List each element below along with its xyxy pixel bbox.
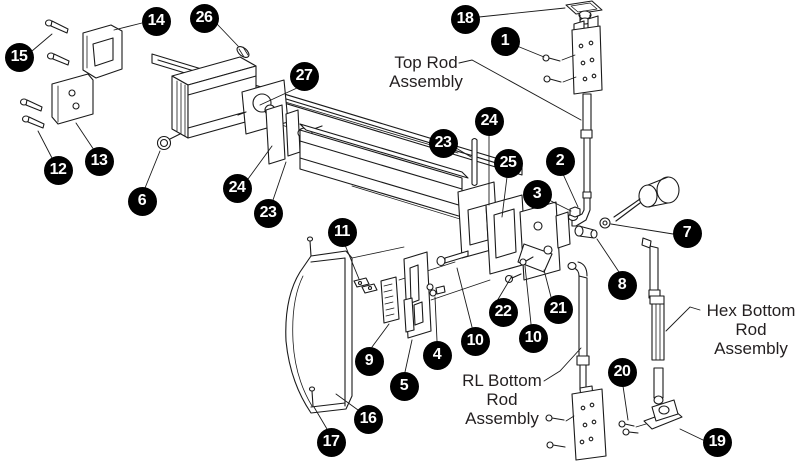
bracket-screws (19, 98, 45, 129)
label-hex-bottom-rod-assembly: Hex Bottom Rod Assembly (698, 301, 804, 358)
callout-10-right: 10 (518, 323, 548, 353)
bushing (574, 225, 598, 239)
label-line: Hex Bottom (706, 301, 796, 320)
callout-13: 13 (84, 146, 114, 176)
bottom-latch-assembly (571, 385, 607, 461)
dogging-cylinder (613, 176, 680, 222)
lift-mechanism (517, 201, 571, 281)
serrated-plate (380, 276, 400, 324)
label-line: Assembly (465, 409, 539, 428)
callout-6: 6 (127, 186, 157, 216)
callout-16: 16 (353, 404, 383, 434)
mounting-plate (403, 251, 432, 339)
main-rail (299, 123, 469, 218)
callout-23-left: 23 (253, 198, 283, 228)
callout-3: 3 (522, 179, 552, 209)
center-chassis (457, 181, 527, 275)
callout-19: 19 (702, 427, 732, 457)
callout-10-left: 10 (460, 326, 490, 356)
top-strike-plate (565, 0, 603, 25)
short-screw (519, 256, 534, 266)
left-mechanism-case (171, 56, 257, 139)
end-cap (82, 24, 123, 79)
label-top-rod-assembly: Top Rod Assembly (378, 53, 474, 91)
label-line: Rod (486, 390, 518, 409)
washer (599, 217, 611, 229)
callout-7: 7 (672, 218, 702, 248)
callout-22: 22 (488, 297, 518, 327)
callout-18: 18 (450, 4, 480, 34)
bottom-rod-guide (643, 399, 683, 430)
hex-nut (569, 206, 581, 218)
callout-11: 11 (327, 217, 357, 247)
callout-24-mid: 24 (474, 106, 504, 136)
guide-screws (618, 420, 647, 436)
callout-5: 5 (389, 371, 419, 401)
connecting-rod (471, 137, 478, 187)
callout-12: 12 (43, 155, 73, 185)
callout-1: 1 (490, 26, 520, 56)
callout-9: 9 (354, 346, 384, 376)
callout-4: 4 (422, 340, 452, 370)
label-line: Assembly (714, 339, 788, 358)
label-line: RL Bottom (462, 371, 542, 390)
spring (236, 46, 250, 58)
callout-17: 17 (316, 427, 346, 457)
bottom-latch-screws (545, 414, 575, 449)
long-screw (436, 250, 469, 267)
callout-15: 15 (4, 42, 34, 72)
label-rl-bottom-rod-assembly: RL Bottom Rod Assembly (452, 371, 552, 428)
retainer-clip (353, 277, 378, 294)
end-cap-screws (44, 19, 70, 66)
callout-25: 25 (493, 148, 523, 178)
set-screw (504, 273, 522, 284)
callout-27: 27 (289, 61, 319, 91)
push-paddle (285, 250, 353, 414)
rl-bottom-rod (567, 261, 590, 391)
ring-pin (156, 133, 181, 151)
callout-23-mid: 23 (428, 128, 458, 158)
label-line: Top Rod (394, 53, 458, 72)
callout-21: 21 (543, 294, 573, 324)
small-screws (426, 283, 446, 297)
callout-24-left: 24 (222, 173, 252, 203)
leader-lines (31, 7, 704, 441)
callout-26: 26 (189, 3, 219, 33)
paddle-screws (306, 236, 316, 407)
label-line: Rod (735, 320, 767, 339)
callout-8: 8 (607, 270, 637, 300)
hex-bottom-rod (641, 237, 665, 405)
label-line: Assembly (389, 72, 463, 91)
top-latch-screws (542, 54, 577, 83)
top-latch-assembly (567, 15, 603, 227)
callout-2: 2 (545, 146, 575, 176)
callout-20: 20 (607, 357, 637, 387)
callout-14: 14 (141, 6, 171, 36)
end-bracket (51, 73, 94, 125)
